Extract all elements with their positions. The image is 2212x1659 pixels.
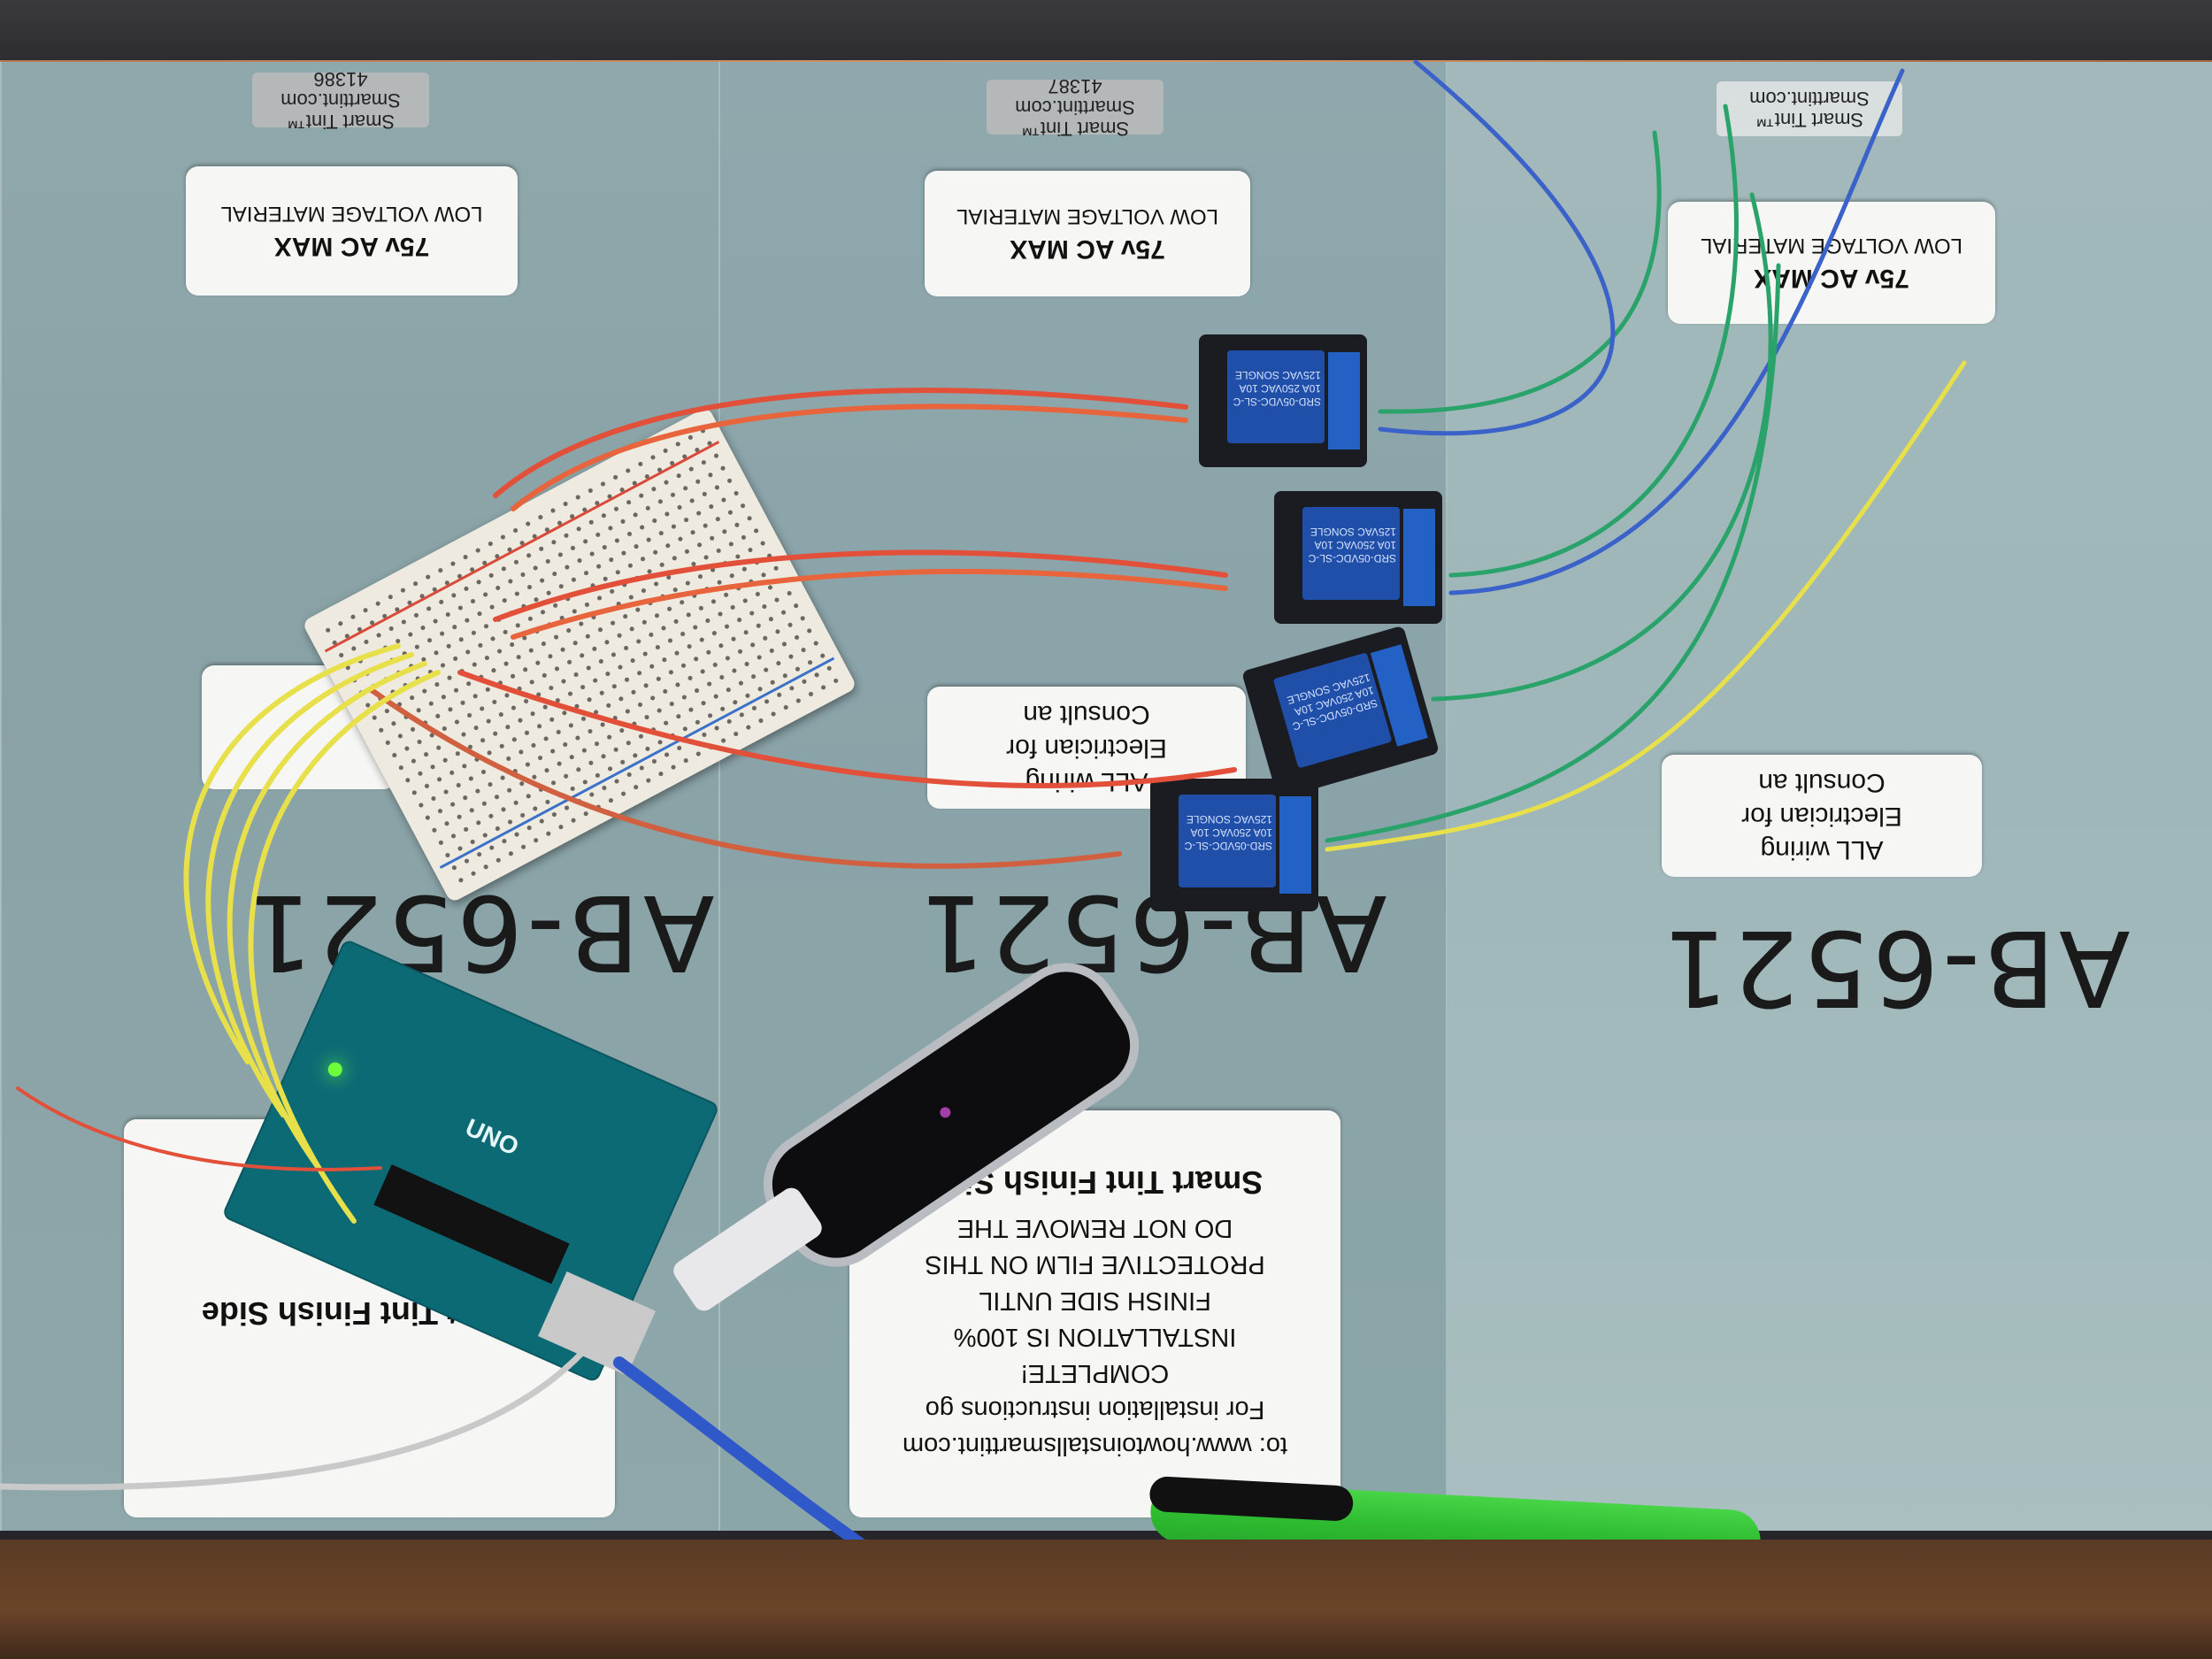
blue-wire: [1378, 59, 1616, 436]
green-wire: [1448, 104, 1739, 578]
relay-module-4: SRD-05VDC-SL-C 10A 250VAC 10A 125VAC SON…: [1150, 779, 1318, 911]
orange-wire: [369, 687, 1122, 869]
relay-body: [1302, 507, 1400, 600]
relay-module-2: SRD-05VDC-SL-C 10A 250VAC 10A 125VAC SON…: [1274, 491, 1442, 624]
screw-terminal: [1403, 509, 1435, 606]
green-wire: [1378, 130, 1662, 414]
red-wire: [493, 549, 1228, 622]
screw-terminal: [1279, 796, 1311, 894]
yellow-wire: [1325, 360, 1967, 852]
red-wire: [493, 388, 1188, 498]
yellow-wire: [183, 643, 401, 1064]
relay-body: [1227, 350, 1325, 443]
yellow-wire: [205, 652, 414, 1118]
red-wire: [457, 670, 1237, 788]
green-wire: [1431, 192, 1773, 702]
red-wire: [511, 568, 1228, 640]
grey-cable: [0, 1315, 614, 1491]
red-wire: [511, 403, 1188, 511]
screw-terminal: [1328, 352, 1360, 449]
relay-module-1: SRD-05VDC-SL-C 10A 250VAC 10A 125VAC SON…: [1199, 334, 1367, 467]
green-wire: [1325, 263, 1781, 843]
blue-wire: [1448, 68, 1905, 595]
wooden-desk: [0, 1540, 2212, 1659]
yellow-wire: [227, 661, 427, 1171]
relay-body: [1179, 795, 1276, 887]
red-wire: [16, 1087, 382, 1171]
yellow-wire: [248, 670, 441, 1224]
